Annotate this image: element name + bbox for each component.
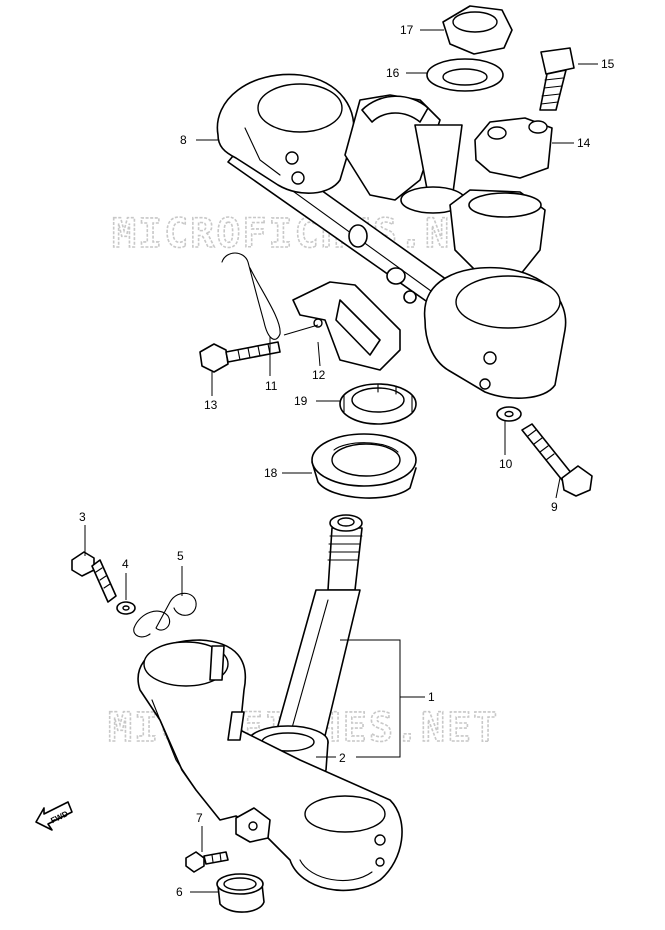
steering-stem-part <box>137 514 403 892</box>
collar-6-part <box>216 873 265 913</box>
callout-2: 2 <box>339 751 346 765</box>
bearing-18-part <box>311 433 417 499</box>
bolt-15-part <box>539 47 575 111</box>
upper-bracket-part <box>216 73 567 399</box>
callout-15: 15 <box>601 57 615 71</box>
callout-7: 7 <box>196 811 203 825</box>
callout-17: 17 <box>400 23 414 37</box>
bolt-13-part <box>199 341 281 373</box>
callout-18: 18 <box>264 466 278 480</box>
callout-13: 13 <box>204 398 218 412</box>
callout-5: 5 <box>177 549 184 563</box>
bolt-7-part <box>185 851 229 873</box>
castle-nut-19-part <box>339 383 417 425</box>
wire-clip-11-part <box>221 252 281 340</box>
holder-cap-14-part <box>474 117 553 179</box>
callout-1: 1 <box>428 690 435 704</box>
callout-19: 19 <box>294 394 308 408</box>
wire-clip-5-part <box>133 592 197 638</box>
leader-lines <box>84 29 598 893</box>
callout-4: 4 <box>122 557 129 571</box>
callout-6: 6 <box>176 885 183 899</box>
washer-16-part <box>426 58 504 92</box>
bracket-12-part <box>292 281 401 371</box>
bolt-9-part <box>521 423 593 497</box>
washer-10-part <box>496 406 522 422</box>
bolt-3-part <box>71 551 117 603</box>
washer-4-part <box>116 601 136 615</box>
callout-9: 9 <box>551 500 558 514</box>
callout-12: 12 <box>312 368 326 382</box>
fwd-arrow-icon: FWD <box>35 801 73 831</box>
callout-16: 16 <box>386 66 400 80</box>
callout-10: 10 <box>499 457 513 471</box>
callout-11: 11 <box>265 379 278 393</box>
nut-17-part <box>442 5 513 55</box>
callout-8: 8 <box>180 133 187 147</box>
callout-14: 14 <box>577 136 591 150</box>
callout-3: 3 <box>79 510 86 524</box>
